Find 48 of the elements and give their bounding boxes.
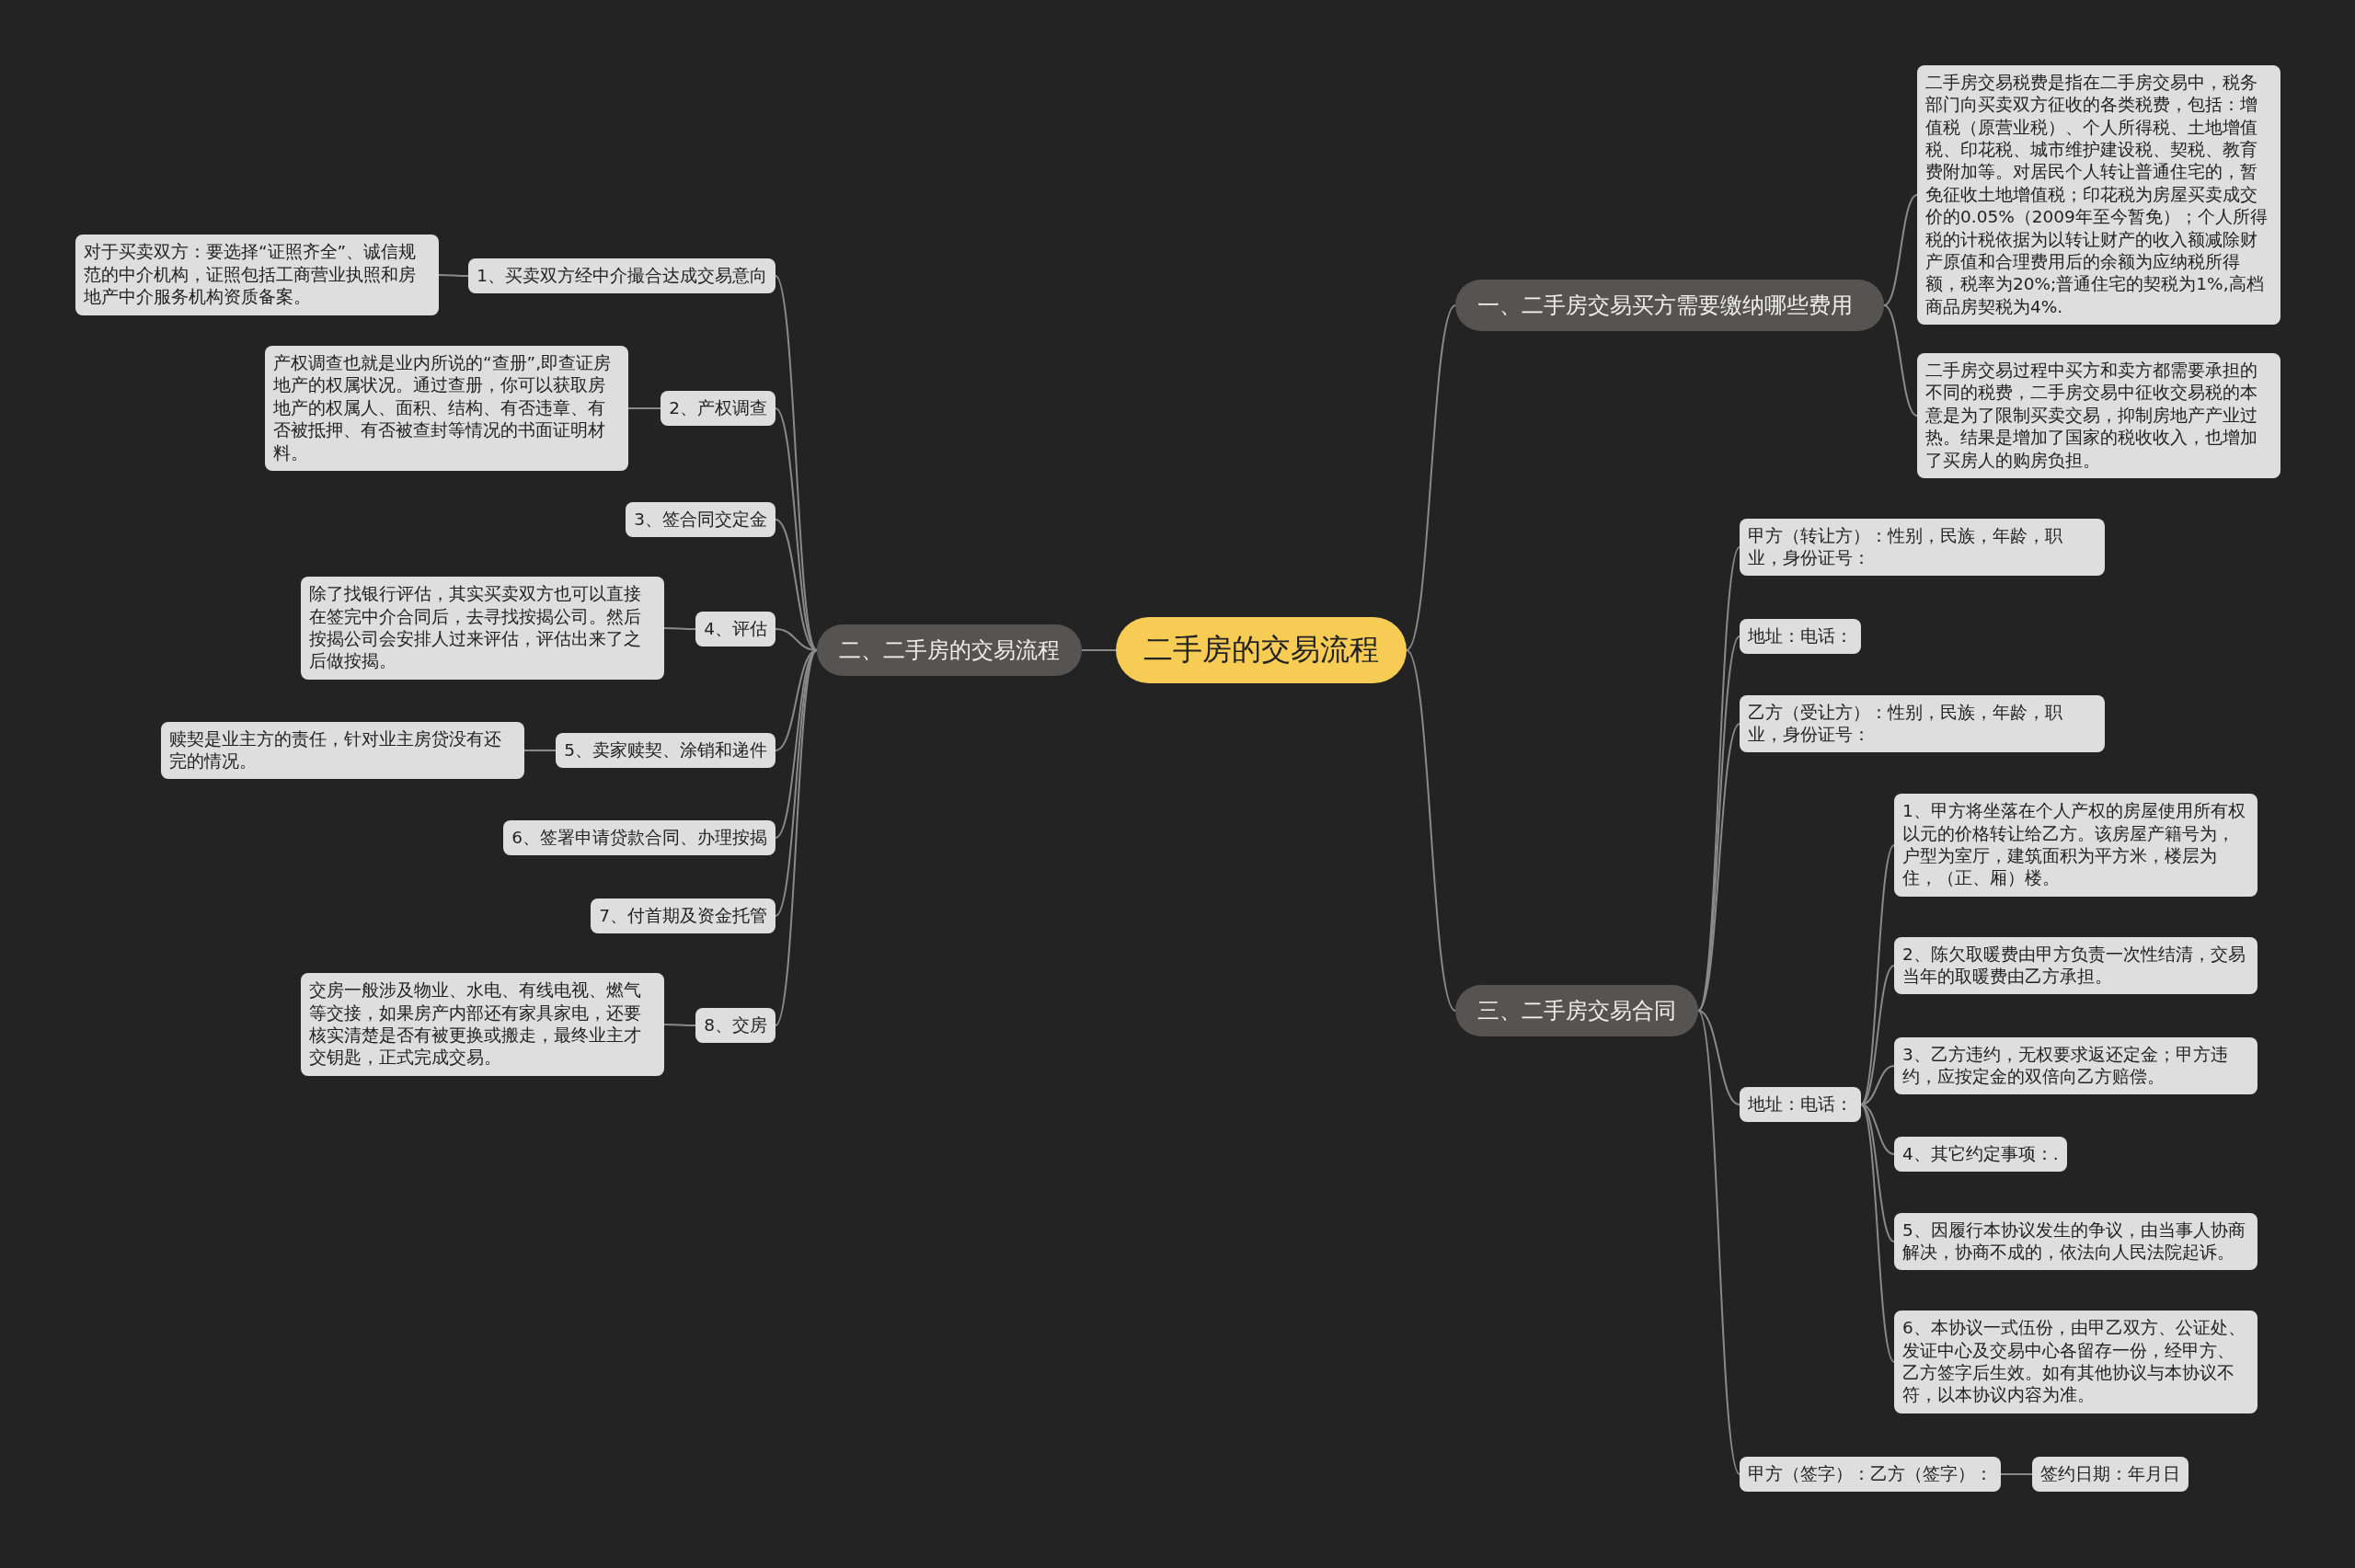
- connector-line: [1697, 723, 1740, 1012]
- subtopic-box: 2、产权调查: [661, 390, 775, 427]
- subtopic-box: 产权调查也就是业内所说的“查册”,即查证房地产的权属状况。通过查册，你可以获取房地产的权属人、面积、结构、有否违章、有否被抵押、有否被查封等情况的书面证明材料。: [265, 346, 628, 471]
- subtopic-box: 3、签合同交定金: [626, 501, 775, 538]
- connector-line: [1883, 304, 1918, 417]
- subtopic-box: 乙方（受让方）：性别，民族，年龄，职业，身份证号：: [1740, 694, 2105, 753]
- connector-line: [1883, 194, 1918, 306]
- branch-topic: 三、二手房交易合同: [1455, 984, 1698, 1037]
- subtopic-box: 1、甲方将坐落在个人产权的房屋使用所有权以元的价格转让给乙方。该房屋产籍号为，户型为室厅，建筑面积为平方米，楼层为住，（正、厢）楼。: [1894, 794, 2257, 897]
- subtopic-box: 甲方（转让方）：性别，民族，年龄，职业，身份证号：: [1740, 518, 2105, 577]
- connector-line: [1860, 1104, 1895, 1363]
- connector-line: [1697, 1010, 1740, 1475]
- subtopic-box: 对于买卖双方：要选择“证照齐全”、诚信规范的中介机构，证照包括工商营业执照和房地产中介服务机构资质备案。: [75, 235, 439, 315]
- subtopic-box: 二手房交易过程中买方和卖方都需要承担的不同的税费，二手房交易中征收交易税的本意是为了限制买卖交易，抑制房地产产业过热。结果是增加了国家的税收收入，也增加了买房人的购房负担。: [1917, 353, 2280, 478]
- connector-line: [1081, 649, 1117, 651]
- connector-line: [1697, 1010, 1740, 1105]
- connector-line: [2000, 1473, 2033, 1475]
- subtopic-box: 6、签署申请贷款合同、办理按揭: [503, 819, 775, 856]
- connector-line: [1860, 844, 1895, 1105]
- subtopic-box: 交房一般涉及物业、水电、有线电视、燃气等交接，如果房产内部还有家具家电，还要核实清楚是否有被更换或搬走，最终业主才交钥匙，正式完成交易。: [301, 973, 664, 1076]
- subtopic-box: 地址：电话：: [1740, 618, 1861, 655]
- connector-line: [438, 274, 470, 277]
- subtopic-box: 5、因履行本协议发生的争议，由当事人协商解决，协商不成的，依法向人民法院起诉。: [1894, 1212, 2257, 1271]
- subtopic-box: 4、评估: [695, 611, 775, 647]
- connector-line: [663, 1024, 697, 1026]
- connector-line: [627, 407, 662, 409]
- subtopic-box: 2、陈欠取暖费由甲方负责一次性结清，交易当年的取暖费由乙方承担。: [1894, 936, 2257, 995]
- connector-line: [1406, 304, 1456, 651]
- central-topic: 二手房的交易流程: [1116, 617, 1407, 683]
- subtopic-box: 7、付首期及资金托管: [591, 898, 775, 934]
- subtopic-box: 1、买卖双方经中介撮合达成交易意向: [468, 258, 775, 294]
- subtopic-box: 除了找银行评估，其实买卖双方也可以直接在签完中介合同后，去寻找按揭公司。然后按揭公司会安排人过来评估，评估出来了之后做按揭。: [301, 577, 664, 680]
- connector-line: [775, 649, 818, 1026]
- subtopic-box: 3、乙方违约，无权要求返还定金；甲方违约，应按定金的双倍向乙方赔偿。: [1894, 1036, 2257, 1095]
- branch-topic: 二、二手房的交易流程: [817, 624, 1082, 677]
- connector-line: [663, 627, 697, 630]
- subtopic-box: 二手房交易税费是指在二手房交易中，税务部门向买卖双方征收的各类税费，包括：增值税（原营业税）、个人所得税、土地增值税、印花税、城市维护建设税、契税、教育费附加等。对居民个人转让普通住宅的，暂免征收土地增值税；印花税为房屋买卖成交价的0.05%（2009年至今暂免）；个人所得税的计税依据为以转让财产的收入额减除财产原值和合理费用后的余额为应纳税所得额，税率为20%;普通住宅的契税为1%,高档商品房契税为4%.: [1917, 64, 2280, 326]
- subtopic-box: 6、本协议一式伍份，由甲乙双方、公证处、发证中心及交易中心各留存一份，经甲方、乙方签字后生效。如有其他协议与本协议不符，以本协议内容为准。: [1894, 1310, 2257, 1413]
- subtopic-box: 赎契是业主方的责任，针对业主房贷没有还完的情况。: [161, 721, 524, 780]
- subtopic-box: 地址：电话：: [1740, 1086, 1861, 1123]
- subtopic-box: 甲方（签字）：乙方（签字）：: [1740, 1456, 2001, 1493]
- subtopic-box: 8、交房: [695, 1007, 775, 1044]
- subtopic-box: 4、其它约定事项：.: [1894, 1136, 2067, 1173]
- connector-line: [1406, 649, 1456, 1012]
- subtopic-box: 5、卖家赎契、涂销和递件: [556, 732, 775, 769]
- branch-topic: 一、二手房交易买方需要缴纳哪些费用: [1455, 279, 1884, 332]
- subtopic-box: 签约日期：年月日: [2032, 1456, 2188, 1493]
- connector-line: [523, 750, 557, 751]
